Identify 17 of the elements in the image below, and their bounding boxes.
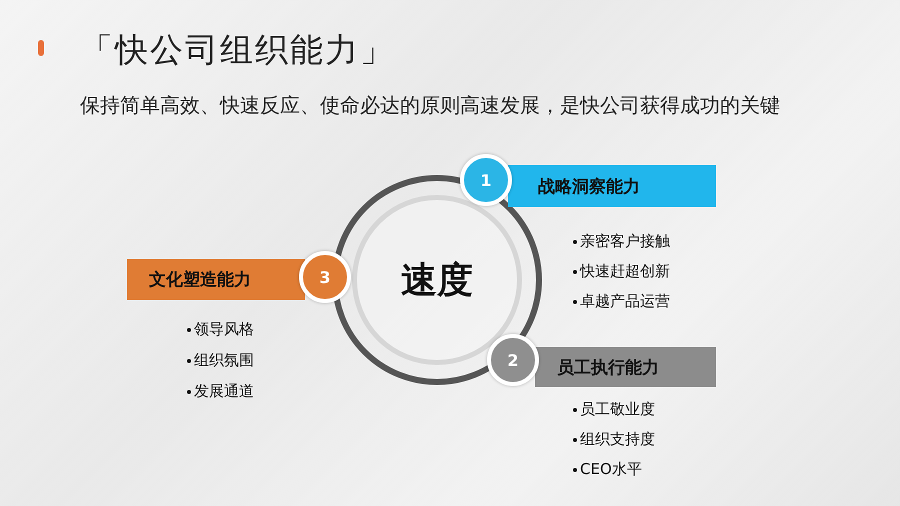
bullet-item: CEO水平 [573,460,642,479]
bullet-item: 组织支持度 [573,430,655,449]
bullet-item: 亲密客户接触 [573,232,670,251]
bullet-item: 领导风格 [187,320,254,339]
number-circle: 1 [460,154,512,206]
bullet-item: 组织氛围 [187,351,254,370]
number-circle: 3 [299,251,351,303]
number-circle: 2 [487,334,539,386]
heading-banner: 战略洞察能力 [508,165,716,207]
bullet-item: 快速赶超创新 [573,262,670,281]
subtitle-text: 保持简单高效、快速反应、使命必达的原则高速发展，是快公司获得成功的关键 [80,92,780,119]
heading-banner: 文化塑造能力 [127,259,305,300]
heading-banner: 员工执行能力 [535,347,716,387]
bullet-item: 发展通道 [187,382,254,401]
slide-title: 「快公司组织能力」 [80,29,395,71]
bullet-item: 卓越产品运营 [573,292,670,311]
bullet-item: 员工敬业度 [573,400,655,419]
